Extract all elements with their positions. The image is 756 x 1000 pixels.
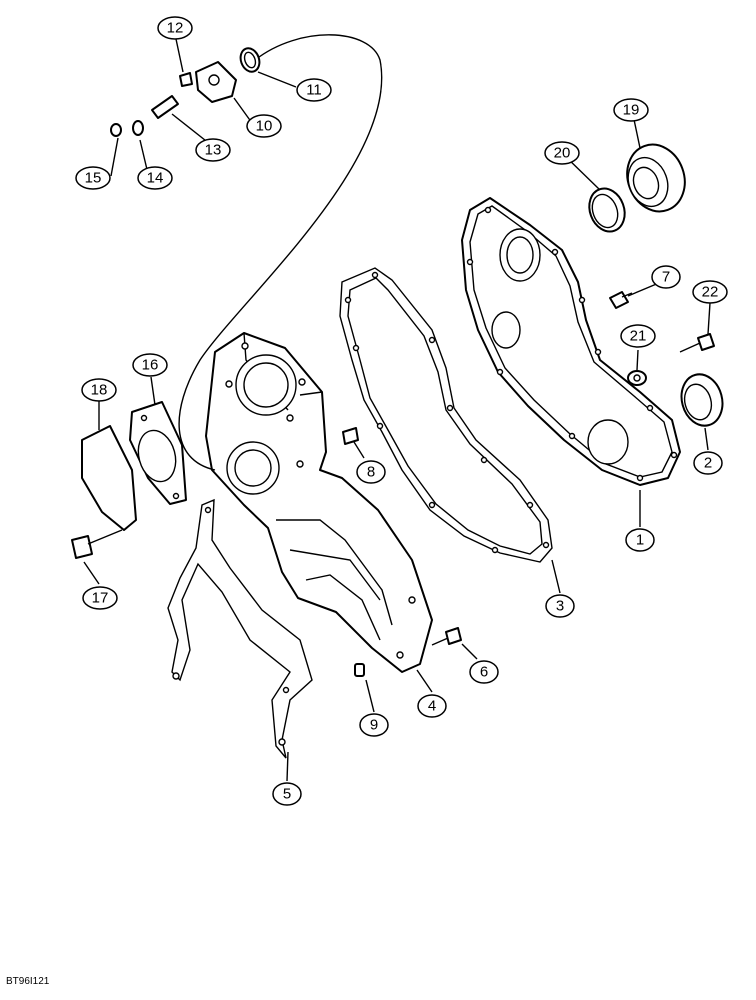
fitting-part-13 (151, 95, 179, 119)
callout-19: 19 (613, 98, 649, 122)
callout-label-16: 16 (142, 357, 159, 374)
nut-part-21 (627, 370, 647, 386)
callout-16: 16 (132, 353, 168, 377)
callout-15: 15 (75, 166, 111, 190)
callout-22: 22 (692, 280, 728, 304)
capscrew-part-17 (71, 529, 123, 559)
callout-18: 18 (81, 378, 117, 402)
callout-label-19: 19 (623, 102, 640, 119)
callout-3: 3 (545, 594, 575, 618)
callout-label-11: 11 (306, 82, 322, 99)
callout-7: 7 (651, 265, 681, 289)
callout-label-7: 7 (662, 269, 670, 286)
callout-12: 12 (157, 16, 193, 40)
callout-label-13: 13 (205, 142, 222, 159)
callout-21: 21 (620, 324, 656, 348)
ring-part-15 (110, 123, 122, 137)
callout-1: 1 (625, 528, 655, 552)
callout-label-10: 10 (256, 118, 273, 135)
callout-20: 20 (544, 141, 580, 165)
screw-part-12 (179, 72, 193, 87)
callout-11: 11 (296, 78, 332, 102)
callout-label-20: 20 (554, 145, 571, 162)
callout-6: 6 (469, 660, 499, 684)
wear-sleeve-part-20 (588, 187, 626, 233)
callout-label-9: 9 (370, 717, 378, 734)
oil-seal-part-19 (626, 143, 686, 213)
callout-label-6: 6 (480, 664, 488, 681)
bolt-part-7 (609, 291, 633, 309)
o-ring-part-14 (132, 120, 144, 136)
callout-10: 10 (246, 114, 282, 138)
cover-plate-part-18 (81, 425, 137, 531)
callout-9: 9 (359, 713, 389, 737)
callout-label-8: 8 (367, 464, 375, 481)
gasket-part-5 (167, 498, 313, 759)
callout-5: 5 (272, 782, 302, 806)
bolt-part-22 (679, 333, 715, 353)
callout-label-12: 12 (167, 20, 184, 37)
seal-part-2 (680, 373, 724, 427)
callout-2: 2 (693, 451, 723, 475)
dowel-part-9 (354, 663, 365, 677)
callout-13: 13 (195, 138, 231, 162)
callout-label-17: 17 (92, 590, 109, 607)
callout-label-18: 18 (91, 382, 108, 399)
capscrew-part-6 (431, 627, 462, 646)
callout-8: 8 (356, 460, 386, 484)
gasket-part-3 (339, 267, 553, 563)
elbow-part-10 (195, 61, 237, 103)
o-ring-part-11 (239, 47, 261, 73)
callout-label-21: 21 (630, 328, 647, 345)
callout-label-15: 15 (85, 170, 102, 187)
callout-4: 4 (417, 694, 447, 718)
callout-label-2: 2 (704, 455, 712, 472)
callout-14: 14 (137, 166, 173, 190)
callout-17: 17 (82, 586, 118, 610)
callout-label-22: 22 (702, 284, 719, 301)
gear-housing-part-4 (205, 332, 433, 673)
stud-part-8 (342, 427, 359, 445)
callout-label-14: 14 (147, 170, 164, 187)
callout-label-1: 1 (636, 532, 644, 549)
callout-label-4: 4 (428, 698, 436, 715)
gasket-part-16 (129, 401, 187, 505)
breather-hose-line (178, 34, 383, 471)
gear-cover-part-1 (461, 197, 681, 486)
callout-label-5: 5 (283, 786, 291, 803)
figure-code: BT96I121 (6, 976, 50, 987)
callout-label-3: 3 (556, 598, 564, 615)
